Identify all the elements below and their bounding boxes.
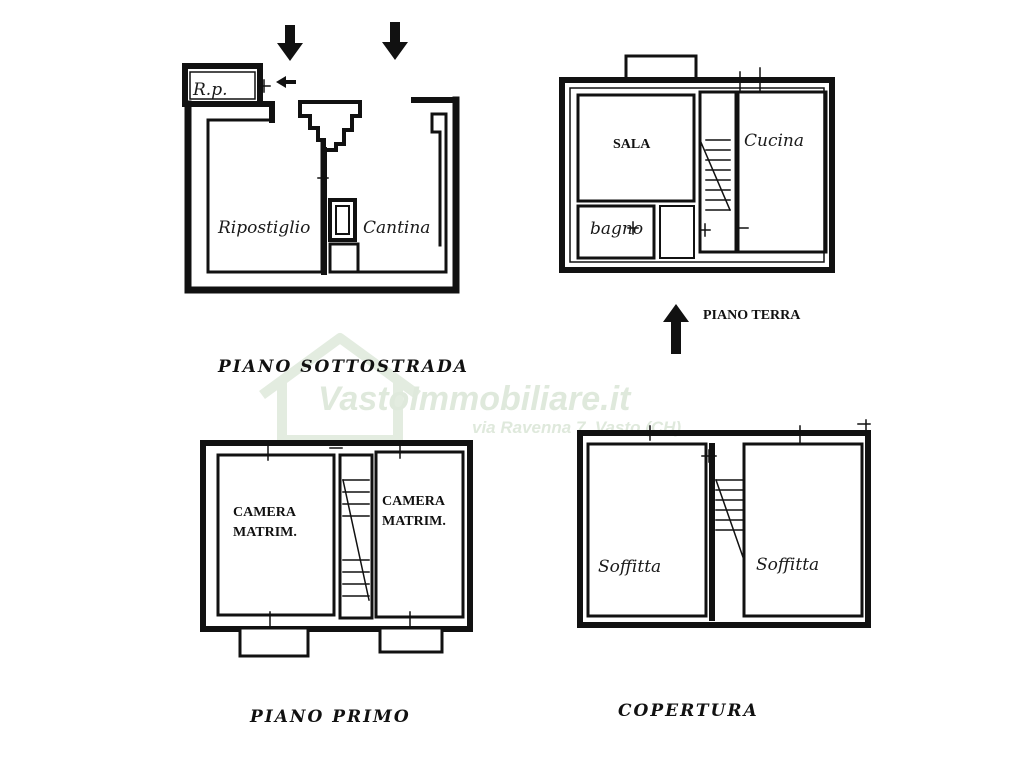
- watermark: VastoImmobiliare.it via Ravenna 7, Vasto…: [259, 333, 681, 445]
- room-label-bathroom: bagno: [590, 219, 643, 239]
- room-label-attic-left: Soffitta: [598, 557, 661, 577]
- room-label-bedroom-left-line2: MATRIM.: [233, 525, 297, 540]
- arrow-down-icon: [382, 22, 408, 60]
- plan-title-roof: COPERTURA: [618, 701, 759, 721]
- room-label-storage: Ripostiglio: [217, 218, 310, 238]
- room-label-cellar: Cantina: [363, 218, 430, 238]
- room-label-bedroom-left-line1: CAMERA: [233, 505, 297, 520]
- arrow-left-icon: [276, 76, 296, 88]
- watermark-brand: VastoImmobiliare.it: [318, 380, 632, 418]
- first-floor-plan: CAMERA MATRIM. CAMERA MATRIM.: [200, 440, 473, 658]
- plan-title-basement: PIANO SOTTOSTRADA: [217, 357, 469, 377]
- plan-title-first: PIANO PRIMO: [249, 707, 411, 727]
- room-label-bedroom-right-line1: CAMERA: [382, 494, 446, 509]
- basement-plan: R.p. Ripostiglio Cantina: [182, 22, 460, 294]
- arrow-down-icon: [277, 25, 303, 61]
- plan-title-ground: PIANO TERRA: [703, 308, 801, 323]
- room-label-small-storage: R.p.: [192, 80, 228, 100]
- ground-floor-plan: SALA Cucina bagno: [559, 54, 835, 273]
- arrow-up-icon: [663, 304, 689, 354]
- room-label-attic-right: Soffitta: [756, 555, 819, 575]
- room-label-living: SALA: [613, 137, 651, 152]
- room-label-kitchen: Cucina: [744, 131, 804, 151]
- room-label-bedroom-right-line2: MATRIM.: [382, 514, 446, 529]
- roof-plan: Soffitta Soffitta: [577, 419, 871, 628]
